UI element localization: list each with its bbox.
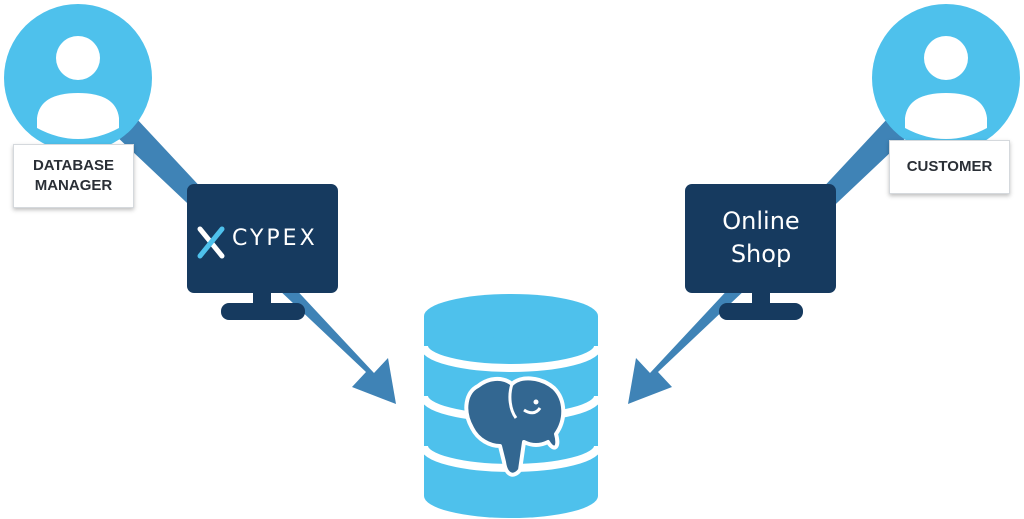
label-line: DATABASE (32, 157, 115, 174)
person-icon-customer (872, 4, 1020, 152)
cypex-x-icon (197, 226, 225, 259)
person-icon-database-manager (4, 4, 152, 152)
monitor-cypex (187, 184, 338, 320)
postgresql-elephant-icon (464, 376, 566, 477)
online-shop-line: Online (722, 207, 800, 235)
online-shop-line: Shop (730, 240, 792, 268)
label-line: MANAGER (34, 177, 113, 194)
label-database-manager: DATABASE MANAGER (13, 144, 134, 208)
label-text: CUSTOMER (906, 158, 993, 175)
label-customer: CUSTOMER (889, 140, 1010, 194)
monitor-online-shop (685, 184, 836, 320)
online-shop-text: Online Shop (686, 205, 836, 271)
cypex-logo-text: CYPEX (232, 226, 318, 251)
